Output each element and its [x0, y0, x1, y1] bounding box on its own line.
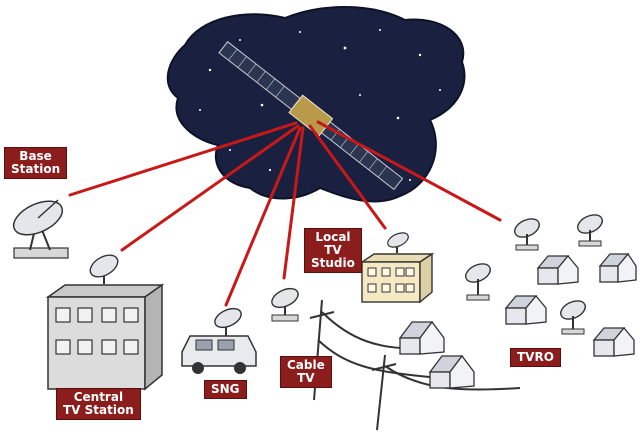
label-base-station: Base Station	[4, 147, 68, 179]
link-local-tv-studio	[308, 124, 387, 230]
label-sng: SNG	[204, 380, 247, 399]
stars	[199, 29, 441, 181]
central-tv-station-building	[45, 254, 165, 391]
cable-tv-dish	[271, 287, 299, 322]
link-tvro	[316, 120, 502, 222]
tvro-dishes	[465, 214, 603, 335]
link-central-tv-station	[120, 124, 300, 252]
cable-house	[398, 320, 445, 355]
tvro-house	[536, 254, 579, 285]
central-station-dish	[89, 254, 119, 284]
label-tvro: TVRO	[510, 348, 561, 367]
label-cable-tv: Cable TV	[280, 356, 332, 388]
link-cable-tv	[282, 126, 305, 280]
base-station-dish	[12, 199, 69, 259]
link-base-station	[68, 121, 298, 197]
label-central-tv-station: Central TV Station	[56, 388, 141, 420]
night-sky	[166, 6, 466, 203]
local-tv-studio-building	[359, 232, 435, 304]
sng-van	[181, 307, 257, 374]
label-local-tv-studio: Local TV Studio	[304, 228, 362, 273]
cable-poles	[309, 299, 521, 431]
tvro-house	[592, 326, 635, 357]
cable-house	[428, 354, 475, 389]
tvro-house	[598, 252, 637, 283]
link-sng	[224, 126, 302, 307]
signal-links	[68, 120, 502, 307]
satellite	[218, 41, 404, 191]
tvro-house	[504, 294, 547, 325]
